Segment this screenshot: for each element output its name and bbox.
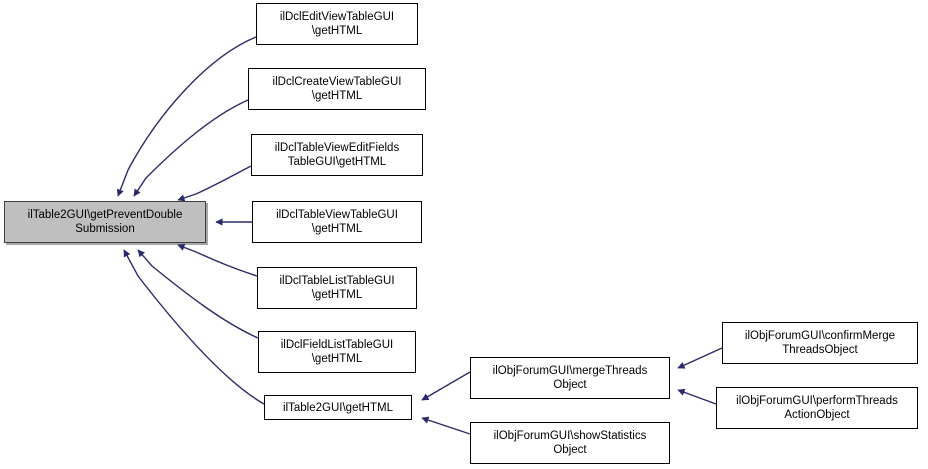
- graph-node-current[interactable]: ilTable2GUI\getPreventDouble Submission: [4, 201, 206, 243]
- graph-node-label: ilObjForumGUI\confirmMerge ThreadsObject: [744, 330, 896, 356]
- graph-node-label: ilTable2GUI\getPreventDouble Submission: [27, 209, 183, 235]
- graph-node-label: ilObjForumGUI\performThreads ActionObjec…: [736, 395, 898, 421]
- graph-node[interactable]: ilDclFieldListTableGUI \getHTML: [258, 331, 416, 373]
- graph-node-label: ilDclTableViewEditFields TableGUI\getHTM…: [274, 142, 400, 168]
- graph-node[interactable]: ilObjForumGUI\performThreads ActionObjec…: [716, 387, 918, 429]
- graph-edge: [421, 371, 471, 401]
- graph-node[interactable]: ilDclTableViewTableGUI \getHTML: [252, 201, 422, 243]
- graph-node[interactable]: ilDclCreateViewTableGUI \getHTML: [248, 68, 426, 110]
- graph-node-label: ilDclEditViewTableGUI \getHTML: [279, 11, 395, 37]
- graph-edge: [421, 416, 471, 435]
- graph-node[interactable]: ilObjForumGUI\showStatistics Object: [470, 422, 670, 464]
- graph-node-label: ilDclFieldListTableGUI \getHTML: [280, 339, 394, 365]
- graph-node-label: ilObjForumGUI\showStatistics Object: [493, 430, 647, 456]
- graph-node-label: ilObjForumGUI\mergeThreads Object: [492, 365, 648, 391]
- graph-edge: [116, 36, 257, 197]
- graph-node-label: ilTable2GUI\getHTML: [283, 401, 393, 414]
- graph-edge: [123, 249, 265, 405]
- graph-edge: [177, 165, 252, 202]
- graph-node-label: ilDclTableListTableGUI \getHTML: [279, 275, 395, 301]
- graph-node[interactable]: ilDclEditViewTableGUI \getHTML: [256, 3, 418, 45]
- graph-edge: [133, 99, 249, 197]
- graph-node[interactable]: ilTable2GUI\getHTML: [264, 395, 412, 420]
- graph-edge: [177, 243, 258, 277]
- graph-node[interactable]: ilDclTableListTableGUI \getHTML: [257, 267, 417, 309]
- graph-node[interactable]: ilDclTableViewEditFields TableGUI\getHTM…: [251, 134, 423, 176]
- graph-node-label: ilDclTableViewTableGUI \getHTML: [276, 209, 398, 235]
- graph-node[interactable]: ilObjForumGUI\mergeThreads Object: [470, 357, 670, 399]
- graph-node-label: ilDclCreateViewTableGUI \getHTML: [272, 76, 402, 102]
- graph-node[interactable]: ilObjForumGUI\confirmMerge ThreadsObject: [722, 322, 918, 364]
- graph-edge: [677, 347, 723, 369]
- graph-edge: [137, 249, 259, 339]
- graph-edge: [677, 388, 717, 405]
